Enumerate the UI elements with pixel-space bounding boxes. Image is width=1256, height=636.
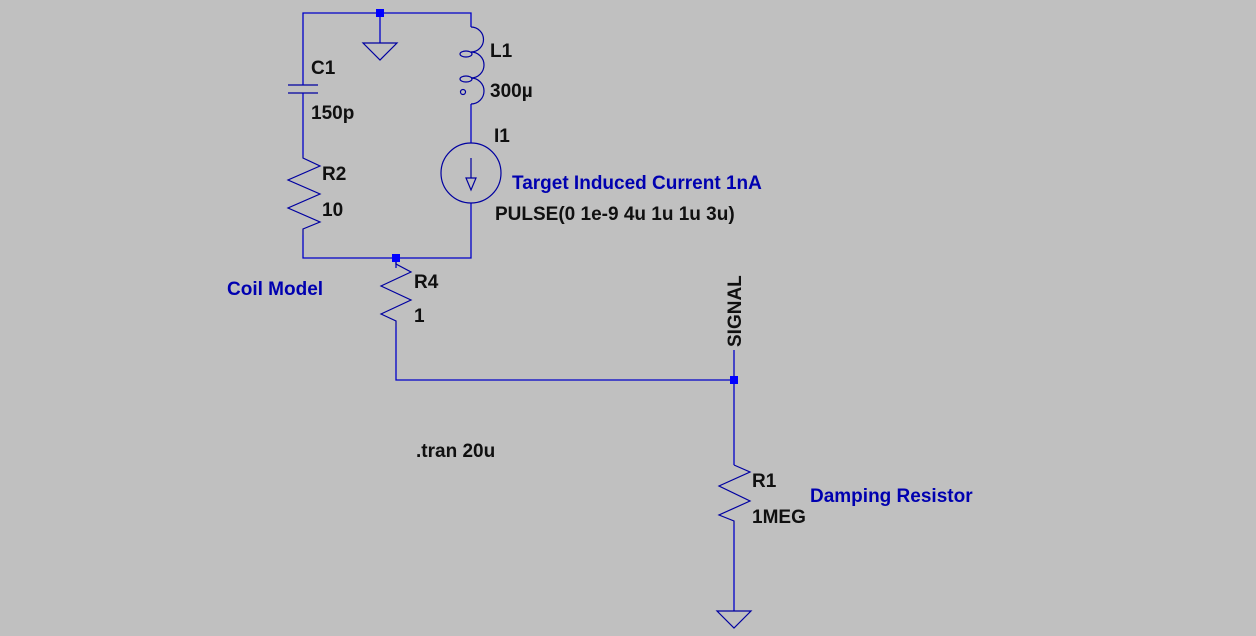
junction-top bbox=[376, 9, 384, 17]
r1-value: 1MEG bbox=[752, 507, 806, 528]
wire-top[interactable] bbox=[302, 12, 472, 84]
inductor-loop bbox=[459, 75, 473, 83]
r1-name: R1 bbox=[752, 471, 777, 492]
current-source-i1[interactable] bbox=[440, 142, 502, 204]
net-label-signal[interactable]: SIGNAL bbox=[725, 275, 746, 347]
wires bbox=[302, 12, 735, 611]
l1-value: 300µ bbox=[490, 81, 533, 102]
arrow-head-icon bbox=[465, 177, 477, 192]
ground-icon bbox=[715, 610, 753, 629]
i1-value: PULSE(0 1e-9 4u 1u 1u 3u) bbox=[495, 204, 735, 225]
c1-value: 150p bbox=[311, 103, 354, 124]
r4-name: R4 bbox=[414, 272, 439, 293]
r2-name: R2 bbox=[322, 164, 346, 185]
spice-directive[interactable]: .tran 20u bbox=[416, 441, 495, 462]
l1-name: L1 bbox=[490, 41, 513, 62]
r4-value: 1 bbox=[414, 306, 425, 327]
resistor-r4[interactable] bbox=[379, 262, 413, 327]
junction-signal bbox=[730, 376, 738, 384]
current-source-circle bbox=[440, 142, 502, 204]
inductor-coil-icon bbox=[470, 26, 485, 105]
wire-r4-signal[interactable] bbox=[395, 327, 734, 381]
capacitor-c1[interactable] bbox=[288, 84, 318, 95]
wire-bottom[interactable] bbox=[302, 203, 472, 259]
resistor-r2[interactable] bbox=[286, 155, 322, 235]
resistor-r1[interactable] bbox=[717, 464, 752, 525]
i1-name: I1 bbox=[494, 126, 510, 147]
coil-model-comment: Coil Model bbox=[227, 279, 323, 300]
target-comment: Target Induced Current 1nA bbox=[512, 173, 762, 194]
inductor-l1[interactable] bbox=[459, 26, 485, 105]
inductor-loop bbox=[459, 50, 473, 58]
c1-name: C1 bbox=[311, 58, 336, 79]
damping-comment: Damping Resistor bbox=[810, 486, 973, 507]
ground-icon bbox=[361, 42, 399, 61]
polarity-dot-icon bbox=[459, 88, 467, 96]
r2-value: 10 bbox=[322, 200, 343, 221]
junction-bottom bbox=[392, 254, 400, 262]
